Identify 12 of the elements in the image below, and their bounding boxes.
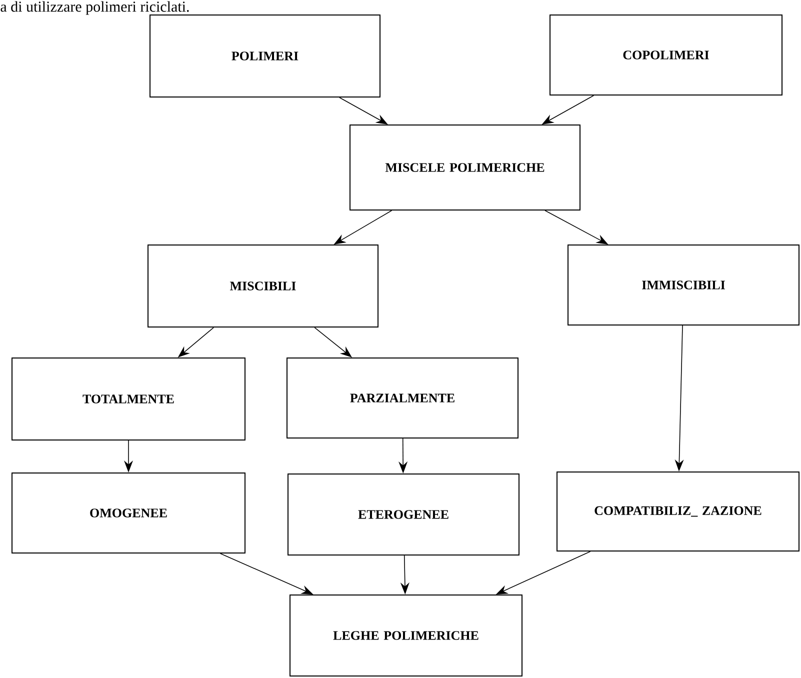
process-box: PARZIALMENTE [286,358,518,438]
process-box: IMMISCIBILI [568,244,800,326]
note-text: a di utilizzare polimeri riciclati. [0,1,189,15]
process-box: COPOLIMERI [550,14,782,96]
process-box: COMPATIBILIZ_ ZAZIONE [556,472,800,552]
process-box: ETEROGENEE [288,474,520,556]
process-box: MISCELE POLIMERICHE [350,124,580,210]
process-box: OMOGENEE [12,472,246,554]
process-box: LEGHE POLIMERICHE [290,594,522,676]
process-box: MISCIBILI [148,244,378,328]
process-box: TOTALMENTE [12,358,246,440]
process-box: POLIMERI [150,14,380,98]
